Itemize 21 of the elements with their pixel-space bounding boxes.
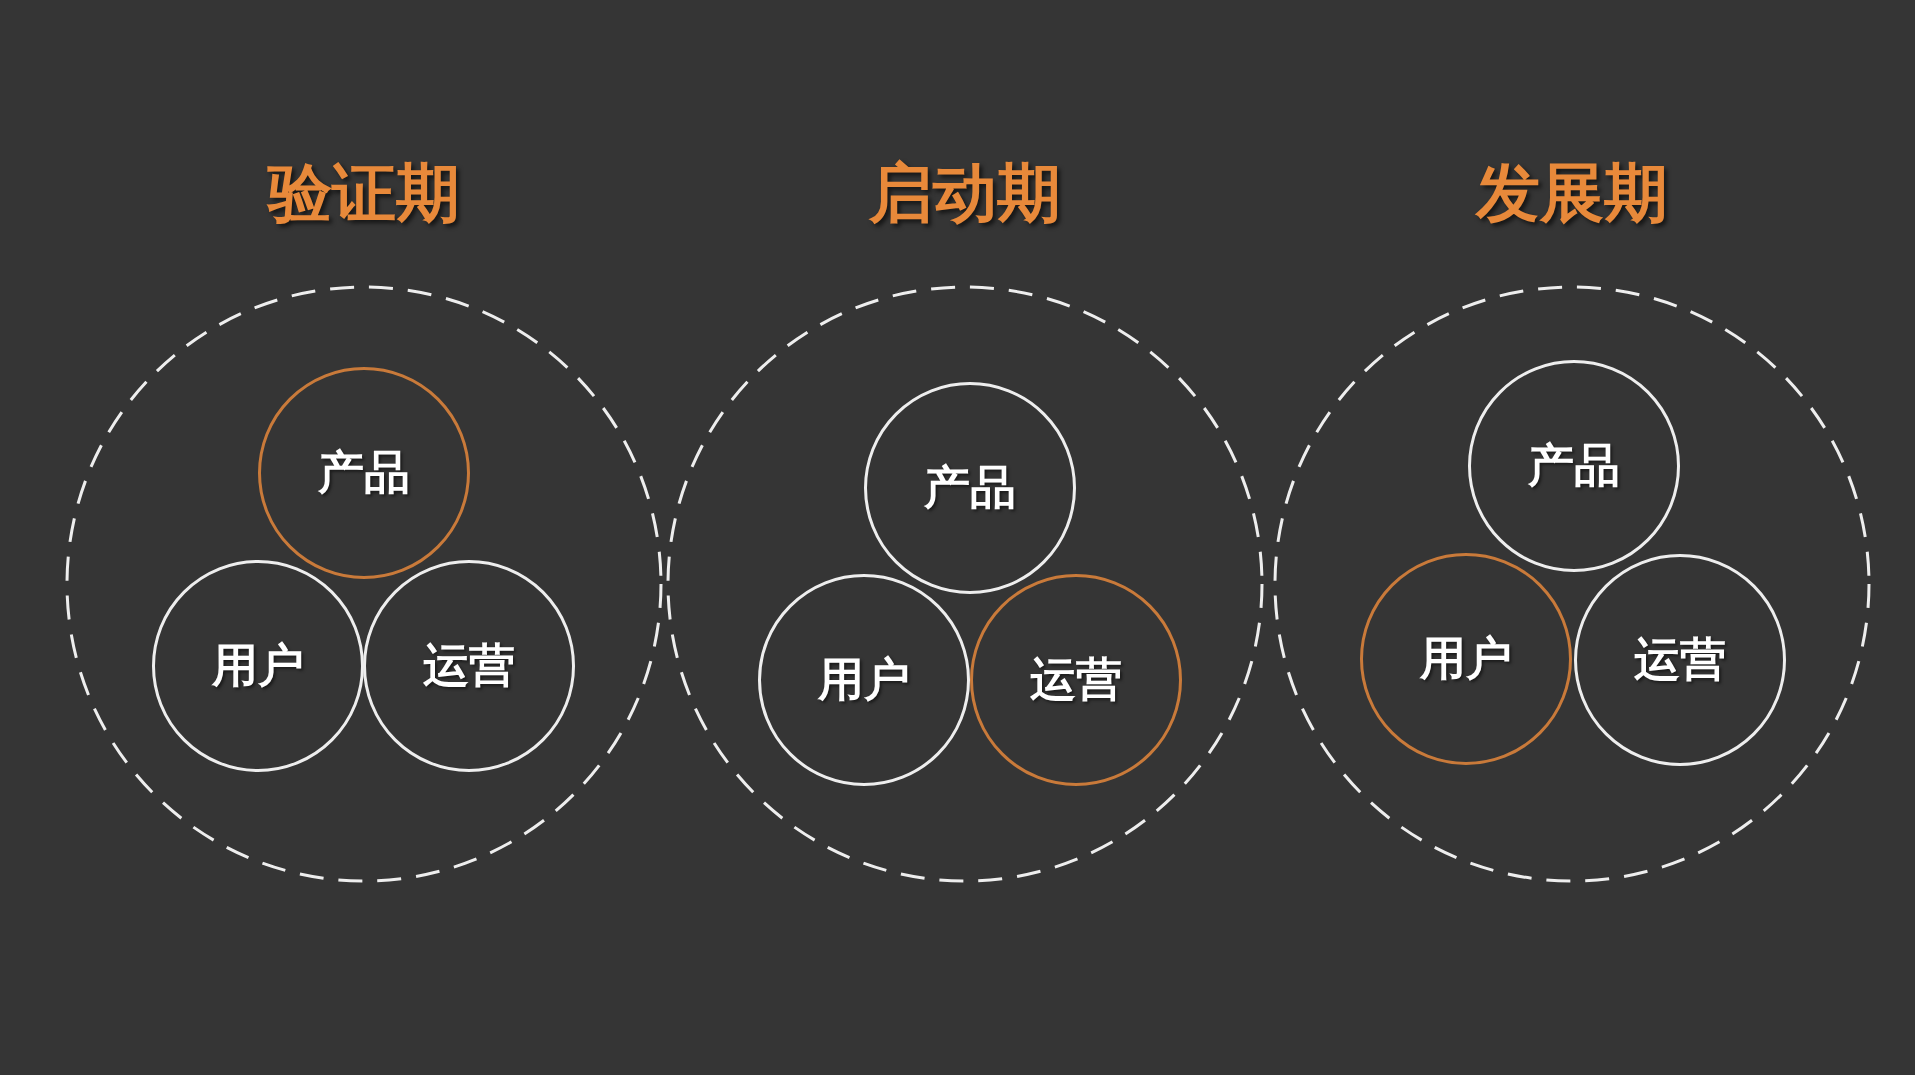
stage-heading: 启动期 — [869, 155, 1061, 232]
circle — [363, 560, 575, 772]
circle — [1468, 360, 1680, 572]
circle-label: 运营 — [423, 637, 515, 694]
circle — [258, 367, 470, 579]
circle — [152, 560, 364, 772]
circle — [758, 574, 970, 786]
circle-label: 产品 — [318, 444, 410, 501]
circle-label: 运营 — [1030, 651, 1122, 708]
circle-label: 用户 — [1420, 630, 1512, 687]
circle-label: 用户 — [212, 637, 304, 694]
stage-heading: 验证期 — [268, 155, 460, 232]
circle-label: 产品 — [924, 459, 1016, 516]
circle — [1360, 553, 1572, 765]
circle — [864, 382, 1076, 594]
circle-label: 产品 — [1528, 437, 1620, 494]
circle-label: 运营 — [1634, 631, 1726, 688]
circle — [1574, 554, 1786, 766]
stage-heading: 发展期 — [1476, 155, 1668, 232]
circle — [970, 574, 1182, 786]
circle-label: 用户 — [818, 651, 910, 708]
